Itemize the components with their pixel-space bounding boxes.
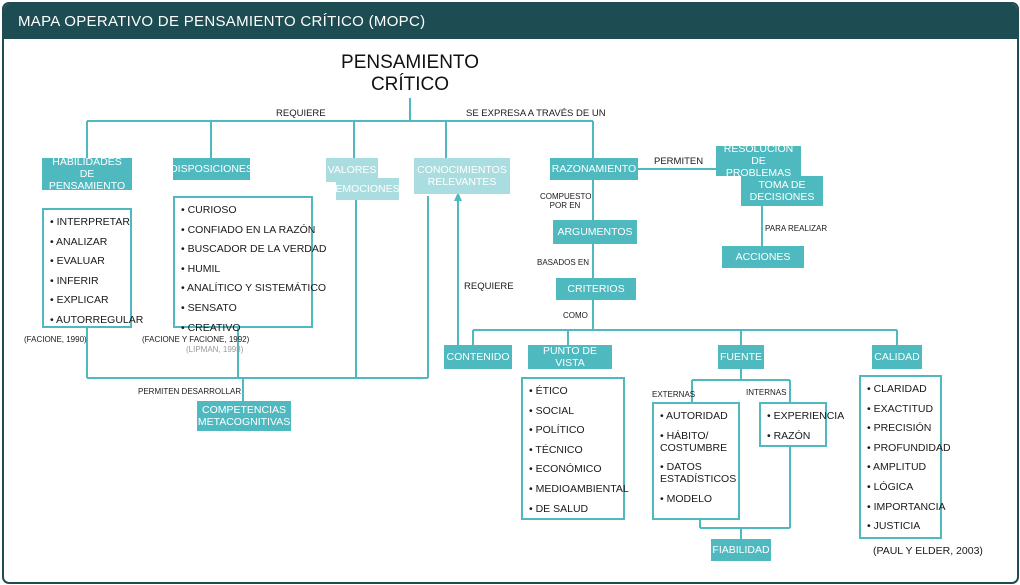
citation-lipman: (LIPMAN, 1998) xyxy=(186,345,244,354)
root-title-line2: CRÍTICO xyxy=(370,74,450,95)
header-bar: MAPA OPERATIVO DE PENSAMIENTO CRÍTICO (M… xyxy=(4,4,1017,39)
list-item: INTERPRETAR xyxy=(50,216,130,228)
root-title-line1: PENSAMIENTO xyxy=(341,52,479,73)
root-title: PENSAMIENTO CRÍTICO xyxy=(330,52,490,96)
node-acciones: ACCIONES xyxy=(722,246,804,268)
list-item: PROFUNDIDAD xyxy=(867,442,951,454)
list-item: TÉCNICO xyxy=(529,444,617,456)
list-item: DATOS ESTADÍSTICOS xyxy=(660,461,736,485)
list-item: EXPERIENCIA xyxy=(767,410,845,422)
label-para-realizar: PARA REALIZAR xyxy=(765,224,828,233)
node-emociones: EMOCIONES xyxy=(335,178,400,200)
list-item: SOCIAL xyxy=(529,405,617,417)
list-item: AUTORIDAD xyxy=(660,410,732,422)
list-disposiciones: CURIOSO CONFIADO EN LA RAZÓN BUSCADOR DE… xyxy=(173,196,327,334)
list-item: CREATIVO xyxy=(181,322,305,334)
list-item: ECONÓMICO xyxy=(529,463,617,475)
node-contenido: CONTENIDO xyxy=(444,345,512,369)
label-externas: EXTERNAS xyxy=(652,390,696,399)
list-item: JUSTICIA xyxy=(867,520,934,532)
node-conocimientos: CONOCIMIENTOS RELEVANTES xyxy=(414,158,510,194)
list-item: CURIOSO xyxy=(181,204,305,216)
label-basados-en: BASADOS EN xyxy=(537,258,590,267)
list-item: CONFIADO EN LA RAZÓN xyxy=(181,224,316,236)
list-item: EXACTITUD xyxy=(867,403,934,415)
list-externas: AUTORIDAD HÁBITO/ COSTUMBRE DATOS ESTADÍ… xyxy=(652,402,740,520)
list-item: AMPLITUD xyxy=(867,461,934,473)
node-habilidades: HABILIDADES DE PENSAMIENTO xyxy=(42,156,132,192)
list-item: DE SALUD xyxy=(529,503,617,515)
node-resolucion: RESOLUCIÓN DE PROBLEMAS xyxy=(716,143,801,179)
label-se-expresa: SE EXPRESA A TRAVÉS DE UN xyxy=(466,108,606,119)
list-item: MODELO xyxy=(660,493,732,505)
list-item: RAZÓN xyxy=(767,430,819,442)
node-calidad: CALIDAD xyxy=(872,345,922,369)
list-item: EVALUAR xyxy=(50,255,124,267)
label-permiten: PERMITEN xyxy=(654,156,704,167)
list-item: INFERIR xyxy=(50,275,124,287)
label-permiten-desarrollar: PERMITEN DESARROLLAR xyxy=(138,387,242,396)
list-item: ANALIZAR xyxy=(50,236,124,248)
citation-paul-elder: (PAUL Y ELDER, 2003) xyxy=(873,545,983,557)
list-item: BUSCADOR DE LA VERDAD xyxy=(181,243,327,255)
page-title: MAPA OPERATIVO DE PENSAMIENTO CRÍTICO (M… xyxy=(18,13,426,30)
list-item: ÉTICO xyxy=(529,385,617,397)
list-item: HÁBITO/ COSTUMBRE xyxy=(660,430,736,454)
citation-facione-1992: (FACIONE Y FACIONE, 1992) xyxy=(142,335,250,344)
list-item: PRECISIÓN xyxy=(867,422,934,434)
node-punto-vista: PUNTO DE VISTA xyxy=(528,345,612,369)
node-criterios: CRITERIOS xyxy=(556,278,636,300)
list-item: HUMIL xyxy=(181,263,305,275)
list-item: IMPORTANCIA xyxy=(867,501,946,513)
node-disposiciones: DISPOSICIONES xyxy=(170,158,253,180)
list-item: EXPLICAR xyxy=(50,294,124,306)
node-razonamiento: RAZONAMIENTO xyxy=(550,158,638,180)
list-item: SENSATO xyxy=(181,302,305,314)
list-item: POLÍTICO xyxy=(529,424,617,436)
label-internas: INTERNAS xyxy=(746,388,787,397)
node-toma: TOMA DE DECISIONES xyxy=(741,176,823,206)
citation-facione-1990: (FACIONE, 1990) xyxy=(24,335,87,344)
node-fuente: FUENTE xyxy=(718,345,764,369)
list-calidad: CLARIDAD EXACTITUD PRECISIÓN PROFUNDIDAD… xyxy=(859,375,951,539)
list-item: LÓGICA xyxy=(867,481,934,493)
node-argumentos: ARGUMENTOS xyxy=(553,220,637,244)
label-requiere: REQUIERE xyxy=(276,108,326,119)
list-punto-vista: ÉTICO SOCIAL POLÍTICO TÉCNICO ECONÓMICO … xyxy=(521,377,629,520)
list-item: AUTORREGULAR xyxy=(50,314,143,326)
label-como: COMO xyxy=(563,311,588,320)
list-item: ANALÍTICO Y SISTEMÁTICO xyxy=(181,282,326,294)
list-internas: EXPERIENCIA RAZÓN xyxy=(759,402,845,447)
label-compuesto-por: COMPUESTO POR EN xyxy=(540,192,592,210)
node-fiabilidad: FIABILIDAD xyxy=(711,539,771,561)
node-competencias: COMPETENCIAS METACOGNITIVAS xyxy=(197,401,291,431)
label-requiere-2: REQUIERE xyxy=(464,281,514,292)
list-item: CLARIDAD xyxy=(867,383,934,395)
list-item: MEDIOAMBIENTAL xyxy=(529,483,629,495)
list-habilidades: INTERPRETAR ANALIZAR EVALUAR INFERIR EXP… xyxy=(42,208,143,328)
